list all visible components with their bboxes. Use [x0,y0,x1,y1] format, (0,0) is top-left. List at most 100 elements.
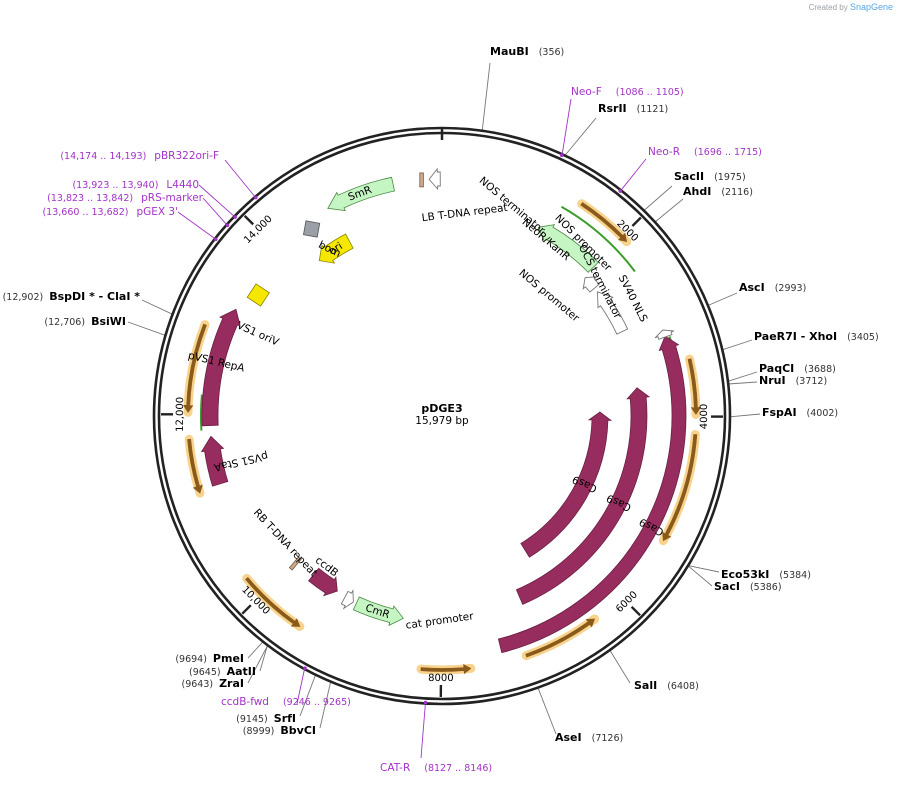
plasmid-length: 15,979 bp [415,415,469,427]
site-name: NruI [759,374,786,387]
primer: pGEX 3'(13,660 .. 13,682) [42,206,178,218]
nos-promoter-label-2: NOS promoter [516,267,582,325]
leader-line [225,160,255,197]
site-name: AseI [555,731,582,744]
site-position: (7126) [592,733,624,744]
site-position: (9694) [175,654,207,665]
scale-tick [242,605,251,614]
site-position: (12,706) [44,317,85,328]
leader-line [610,650,630,683]
pvs1-oriv-box [247,284,269,306]
primer-position: (14,174 .. 14,193) [60,151,146,162]
leader-line [178,212,215,239]
leader-line [128,322,166,335]
restriction-site: BbvCI(8999) [243,724,316,737]
site-name: ZraI [219,677,244,690]
site-name: SacII [674,170,704,183]
primer: Neo-R (1696 .. 1715) [648,146,762,158]
primer-dot [226,224,230,228]
primer-name: L4440 [166,179,199,191]
primer-name: ccdB-fwd [221,696,269,708]
primer-name: CAT-R [380,762,410,774]
site-name: RsrII [598,102,627,115]
restriction-site: SacI (5386) [714,580,782,593]
site-name: PaeR7I - XhoI [754,330,837,343]
cat-promoter-label: cat promoter [405,610,475,631]
nos-terminator-lb-arrow [429,169,440,189]
leader-line [621,159,646,190]
site-name: SrfI [274,712,296,725]
restriction-site: FspAI(4002) [762,406,838,419]
site-position: (2116) [721,187,753,198]
primer-dot [233,215,237,219]
primer-dot [424,701,428,705]
primer-position: (1696 .. 1715) [694,147,762,158]
lb-tdna-box [420,173,424,187]
restriction-site: PaeR7I - XhoI(3405) [754,330,879,343]
leader-line [688,566,712,586]
restriction-site: RsrII (1121) [598,102,668,115]
primer-position: (1086 .. 1105) [616,87,684,98]
site-name: AatII [227,665,256,678]
primer-name: Neo-F [571,86,602,98]
site-position: (6408) [667,681,699,692]
site-position: (12,902) [3,292,44,303]
site-position: (5386) [750,582,782,593]
scale-tick [245,216,254,225]
primer-dot [560,153,564,157]
site-position: (2993) [775,283,807,294]
site-position: (3688) [804,364,836,375]
site-position: (3712) [796,376,828,387]
primer-name: pRS-marker [141,192,204,204]
primer: CAT-R(8127 .. 8146) [380,762,492,774]
leader-line [538,688,556,734]
primer-name: Neo-R [648,146,680,158]
leader-line [644,186,672,211]
site-name: SalI [634,679,657,692]
cat-promoter-arrow [341,591,353,609]
restriction-site: AscI (2993) [739,281,806,294]
site-name: MauBI [490,45,529,58]
plasmid-name: pDGE3 [421,402,462,415]
site-name: PmeI [213,652,244,665]
leader-line [722,340,752,350]
leader-line [562,99,571,154]
site-position: (356) [539,47,565,58]
leader-line [421,704,425,759]
bom-box [303,221,319,237]
restriction-site: BsiWI (12,706) [44,315,126,328]
leader-line [203,198,227,225]
primer-name: pGEX 3' [136,206,178,218]
site-position: (9643) [181,679,213,690]
site-name: BbvCI [280,724,316,737]
leader-line [708,293,737,306]
primer-dot [254,196,258,200]
restriction-site: SacII(1975) [674,170,746,183]
restriction-site: AhdI(2116) [683,185,753,198]
site-position: (1121) [637,104,669,115]
leader-line [482,63,490,131]
leader-line [565,118,596,156]
site-name: FspAI [762,406,797,419]
restriction-site: AseI (7126) [555,731,623,744]
rb-tdna-label: RB T-DNA repeat [251,507,320,579]
primer-position: (9246 .. 9265) [283,697,351,708]
leader-line [655,199,683,222]
leader-line [199,185,234,216]
restriction-site: MauBI (356) [490,45,564,58]
restriction-site: ZraI (9643) [181,677,244,690]
leader-line [730,414,760,417]
leader-line [142,300,173,314]
primer-dot [214,238,218,242]
scale-tick-label: 4000 [699,404,710,429]
site-name: SacI [714,580,740,593]
primer-name: pBR322ori-F [154,150,219,162]
lb-tdna-label: LB T-DNA repeat [421,202,508,224]
leader-line [688,566,719,572]
primer: pBR322ori-F (14,174 .. 14,193) [60,150,219,162]
primer: pRS-marker(13,823 .. 13,842) [47,192,204,204]
site-name: AscI [739,281,765,294]
site-name: BsiWI [91,315,126,328]
